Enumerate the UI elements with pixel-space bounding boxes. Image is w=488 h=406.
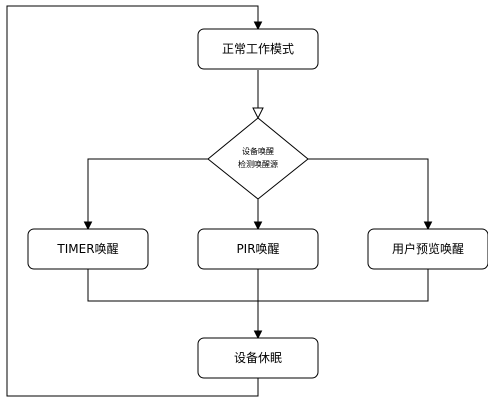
arrowhead-decision-icon <box>252 107 264 120</box>
node-timer-wakeup-label: TIMER唤醒 <box>56 242 118 256</box>
node-decision-label-line1: 设备唤醒 <box>242 146 274 156</box>
node-normal-mode-label: 正常工作模式 <box>222 42 294 56</box>
node-user-preview-wakeup: 用户预览唤醒 <box>367 228 488 270</box>
edge-decision-to-timer <box>87 158 208 224</box>
node-user-preview-wakeup-label: 用户预览唤醒 <box>392 241 464 256</box>
arrowhead-timer-icon <box>83 221 93 231</box>
node-decision: 设备唤醒 检测唤醒源 <box>207 117 309 200</box>
node-device-sleep-label: 设备休眠 <box>234 351 282 365</box>
arrowhead-pir-icon <box>253 221 263 231</box>
edge-decision-to-user-preview <box>308 158 429 224</box>
edge-sleep-to-normal-loop <box>6 5 259 397</box>
arrowhead-sleep-icon <box>253 330 263 340</box>
node-timer-wakeup: TIMER唤醒 <box>27 228 149 270</box>
node-device-sleep: 设备休眠 <box>197 337 319 379</box>
node-normal-mode: 正常工作模式 <box>197 28 319 70</box>
node-pir-wakeup: PIR唤醒 <box>197 228 319 270</box>
node-decision-label-line2: 检测唤醒源 <box>238 159 278 169</box>
node-pir-wakeup-label: PIR唤醒 <box>236 242 279 256</box>
arrowhead-normal-icon <box>253 21 263 31</box>
arrowhead-user-preview-icon <box>423 221 433 231</box>
